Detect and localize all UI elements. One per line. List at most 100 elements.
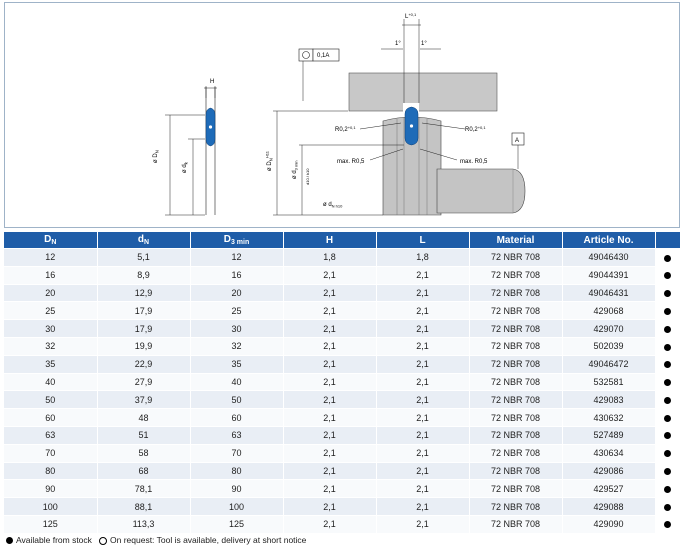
table-cell: 527489 — [562, 425, 656, 445]
available-dot-icon — [664, 468, 671, 476]
table-cell: 63 — [4, 425, 98, 445]
table-cell: 2,1 — [283, 301, 377, 320]
table-cell: 2,1 — [283, 354, 377, 374]
table-cell: 429083 — [562, 390, 656, 409]
availability-cell — [655, 408, 681, 427]
table-cell: 50 — [4, 390, 98, 409]
table-cell: 90 — [190, 479, 284, 498]
table-cell: 17,9 — [97, 319, 191, 338]
table-cell: 51 — [97, 425, 191, 445]
table-cell: 32 — [190, 336, 284, 356]
table-cell: 80 — [190, 461, 284, 480]
housing — [348, 72, 498, 112]
availability-cell — [655, 265, 681, 285]
table-cell: 100 — [4, 497, 98, 516]
available-dot-icon — [664, 290, 671, 298]
available-dot-icon — [664, 521, 671, 529]
column-header: dN — [97, 232, 191, 249]
table-cell: 2,1 — [283, 336, 377, 356]
technical-drawing: H ø DN ø dk — [4, 2, 680, 228]
table-cell: 72 NBR 708 — [469, 425, 563, 445]
availability-header — [655, 232, 681, 249]
dim-L-label: L+0,1 — [405, 12, 417, 20]
available-dot-icon — [664, 343, 671, 351]
table-cell: 72 NBR 708 — [469, 372, 563, 391]
table-cell: 2,1 — [376, 265, 470, 285]
column-header: L — [376, 232, 470, 249]
table-cell: 35 — [4, 354, 98, 374]
table-cell: 2,1 — [283, 283, 377, 302]
table-cell: 2,1 — [376, 283, 470, 302]
table-cell: 2,1 — [376, 443, 470, 463]
availability-cell — [655, 390, 681, 409]
availability-cell — [655, 354, 681, 374]
table-cell: 58 — [97, 443, 191, 463]
table-cell: 30 — [190, 319, 284, 338]
table-cell: 40 — [4, 372, 98, 391]
available-dot-icon — [664, 450, 671, 458]
dim-d3min-tol: d10 / k10 — [305, 168, 310, 185]
availability-cell — [655, 336, 681, 356]
availability-cell — [655, 425, 681, 445]
available-dot-icon — [6, 537, 13, 545]
dim-dk-left-label: ø dk — [182, 161, 189, 173]
seal-assembly-right: L+0,1 1° 1° 0,1A A — [265, 12, 526, 216]
table-cell: 2,1 — [376, 336, 470, 356]
table-cell: 2,1 — [376, 425, 470, 445]
table-cell: 429090 — [562, 514, 656, 533]
available-dot-icon — [664, 414, 671, 422]
availability-cell — [655, 497, 681, 516]
table-cell: 72 NBR 708 — [469, 301, 563, 320]
svg-text:A: A — [515, 138, 519, 144]
table-cell: 72 NBR 708 — [469, 283, 563, 302]
available-dot-icon — [664, 503, 671, 511]
table-cell: 72 NBR 708 — [469, 265, 563, 285]
table-cell: 30 — [4, 319, 98, 338]
table-cell: 16 — [190, 265, 284, 285]
radius-left-label: R0,2+0,1 — [335, 125, 356, 133]
table-cell: 5,1 — [97, 248, 191, 267]
seal-cross-section-left: H ø DN ø dk — [153, 79, 217, 216]
availability-cell — [655, 283, 681, 302]
table-cell: 40 — [190, 372, 284, 391]
table-cell: 48 — [97, 408, 191, 427]
availability-cell — [655, 248, 681, 267]
dim-dk-right-label: ø dN h10 — [323, 202, 343, 209]
table-cell: 16 — [4, 265, 98, 285]
table-cell: 429088 — [562, 497, 656, 516]
table-cell: 72 NBR 708 — [469, 514, 563, 533]
table-cell: 19,9 — [97, 336, 191, 356]
table-cell: 22,9 — [97, 354, 191, 374]
availability-cell — [655, 461, 681, 480]
available-dot-icon — [664, 272, 671, 280]
table-cell: 12 — [190, 248, 284, 267]
table-cell: 88,1 — [97, 497, 191, 516]
table-cell: 63 — [190, 425, 284, 445]
column-header: Article No. — [562, 232, 656, 249]
table-cell: 429070 — [562, 319, 656, 338]
table-cell: 12 — [4, 248, 98, 267]
table-cell: 72 NBR 708 — [469, 248, 563, 267]
table-cell: 80 — [4, 461, 98, 480]
table-cell: 2,1 — [283, 408, 377, 427]
table-cell: 429068 — [562, 301, 656, 320]
table-cell: 49046430 — [562, 248, 656, 267]
table-cell: 2,1 — [283, 390, 377, 409]
max-radius-right-label: max. R0,5 — [460, 159, 488, 165]
table-cell: 2,1 — [376, 390, 470, 409]
table-cell: 2,1 — [376, 372, 470, 391]
table-cell: 2,1 — [283, 319, 377, 338]
piston — [436, 168, 526, 214]
availability-cell — [655, 319, 681, 338]
